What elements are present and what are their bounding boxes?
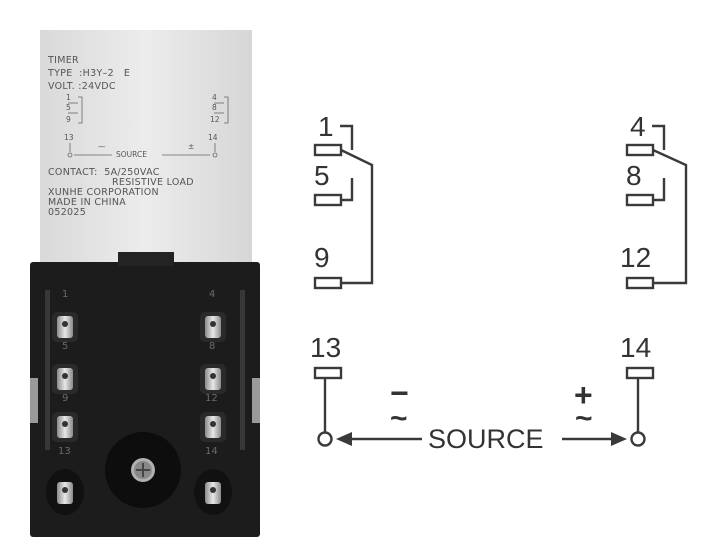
label-contact: CONTACT: 5A/250VAC [48, 167, 160, 178]
source-node-left [317, 431, 333, 447]
base-label-8: 8 [209, 341, 216, 352]
base-label-13: 13 [58, 446, 71, 457]
relay-photo: TIMER TYPE :H3Y–2 E VOLT. :24VDC 1 5 9 1… [0, 0, 300, 547]
lead-4 [652, 124, 666, 150]
wiring-diagram: 1 5 9 13 4 8 12 14 − ~ + ~ SOURCE [290, 0, 710, 547]
label-title: TIMER [48, 55, 79, 66]
lead-1 [340, 124, 354, 150]
label-pin-8: 8 [212, 103, 217, 112]
base-label-4: 4 [209, 289, 216, 300]
terminal-box-13 [313, 366, 343, 380]
source-node-right [630, 431, 646, 447]
label-pin-1: 1 [66, 93, 71, 102]
label-origin: MADE IN CHINA [48, 197, 127, 208]
base-label-9: 9 [62, 393, 69, 404]
label-pin-9: 9 [66, 115, 71, 124]
label-pin-5: 5 [66, 103, 71, 112]
relay-body-graphic [30, 30, 260, 537]
base-label-1: 1 [62, 289, 69, 300]
base-label-5: 5 [62, 341, 69, 352]
source-tilde-right: ~ [575, 402, 593, 435]
label-pin-13: 13 [64, 133, 74, 142]
lead-5 [341, 178, 354, 202]
terminal-box-1 [313, 143, 343, 157]
terminal-label-8: 8 [626, 160, 642, 191]
terminal-box-5 [313, 193, 343, 207]
base-pins [46, 312, 232, 515]
relay-housing [40, 30, 252, 265]
source-tilde-left: ~ [390, 402, 408, 435]
terminal-label-9: 9 [314, 242, 330, 273]
terminal-label-14: 14 [620, 332, 652, 363]
label-type: TYPE :H3Y–2 E [48, 68, 131, 79]
label-volt: VOLT. :24VDC [48, 81, 116, 92]
label-source-plus: ± [188, 142, 195, 151]
lead-8 [653, 178, 666, 202]
label-pin-14: 14 [208, 133, 218, 142]
arrow-right [611, 432, 627, 446]
terminal-box-8 [625, 193, 655, 207]
label-pin-12: 12 [210, 115, 220, 124]
base-tab [118, 252, 174, 266]
label-source-minus: — [98, 142, 106, 151]
terminal-label-12: 12 [620, 242, 652, 273]
source-minus-sign: − [390, 375, 409, 411]
terminal-box-9 [313, 276, 343, 290]
contact-arm-left [340, 148, 374, 285]
arrow-left [336, 432, 352, 446]
wiring-lines [313, 124, 688, 447]
terminal-label-1: 1 [318, 111, 334, 142]
label-code: 052025 [48, 207, 87, 218]
label-maker: XUNHE CORPORATION [48, 187, 159, 198]
label-schematic [67, 96, 229, 158]
terminal-label-4: 4 [630, 111, 646, 142]
contact-arm-right [652, 148, 688, 285]
base-label-12: 12 [205, 393, 218, 404]
label-load: RESISTIVE LOAD [112, 177, 194, 188]
label-source: SOURCE [116, 150, 147, 159]
terminal-label-13: 13 [310, 332, 342, 363]
source-plus-sign: + [574, 377, 593, 413]
source-label: SOURCE [428, 424, 544, 454]
label-pin-4: 4 [212, 93, 217, 102]
terminal-box-14 [625, 366, 655, 380]
terminal-label-5: 5 [314, 160, 330, 191]
terminal-box-12 [625, 276, 655, 290]
terminal-box-4 [625, 143, 655, 157]
base-label-14: 14 [205, 446, 218, 457]
